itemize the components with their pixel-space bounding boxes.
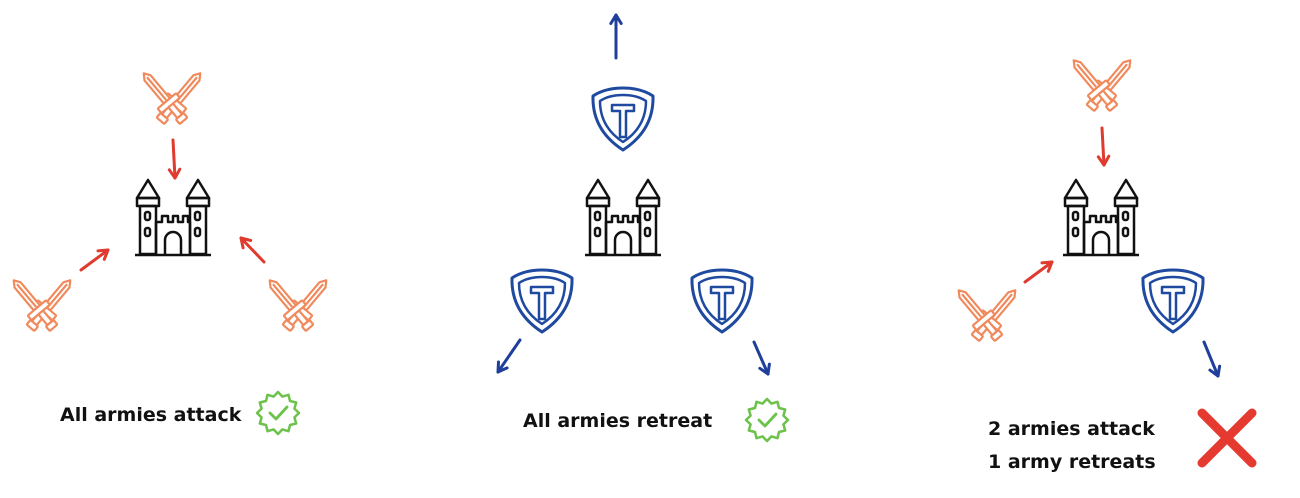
crossed-swords-icon bbox=[1072, 59, 1132, 112]
scenario-all-retreat: All armies retreat bbox=[496, 13, 790, 443]
scenario-all-attack: All armies attack bbox=[12, 72, 328, 436]
attack-arrow bbox=[1023, 260, 1054, 284]
scenario-caption: All armies retreat bbox=[523, 410, 712, 432]
check-badge-icon bbox=[744, 397, 790, 443]
retreat-arrow bbox=[1202, 340, 1222, 378]
scenario-caption-line-2: 1 army retreats bbox=[988, 451, 1156, 473]
scenario-caption-line-1: 2 armies attack bbox=[988, 418, 1155, 440]
attack-arrow bbox=[79, 248, 110, 272]
scenario-caption: All armies attack bbox=[60, 404, 242, 426]
retreat-arrow bbox=[609, 13, 623, 60]
crossed-swords-icon bbox=[957, 289, 1017, 342]
check-badge-icon bbox=[255, 390, 301, 436]
attack-arrow bbox=[1096, 126, 1111, 167]
attack-arrow bbox=[167, 138, 182, 180]
crossed-swords-icon bbox=[12, 279, 72, 332]
shield-icon bbox=[591, 86, 655, 152]
castle-icon bbox=[585, 178, 661, 257]
crossed-swords-icon bbox=[268, 279, 328, 332]
shield-icon bbox=[510, 268, 574, 334]
retreat-arrow bbox=[496, 338, 522, 374]
shield-icon bbox=[690, 268, 754, 334]
red-x-icon bbox=[1197, 408, 1257, 468]
castle-icon bbox=[1063, 178, 1139, 257]
shield-icon bbox=[1141, 268, 1205, 334]
castle-icon bbox=[135, 178, 211, 257]
scenario-mixed: 2 armies attack 1 army retreats bbox=[957, 59, 1257, 473]
crossed-swords-icon bbox=[142, 72, 202, 125]
attack-arrow bbox=[239, 236, 266, 264]
retreat-arrow bbox=[752, 340, 771, 376]
